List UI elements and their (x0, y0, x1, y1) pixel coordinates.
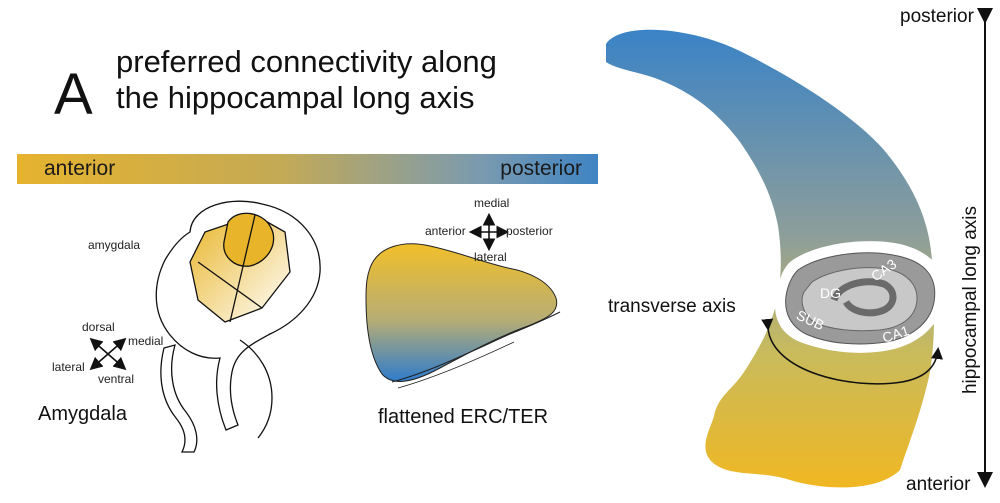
hippocampus-dg-curve (830, 278, 897, 317)
subfield-dg: DG (820, 285, 841, 301)
transverse-axis-label: transverse axis (608, 296, 736, 317)
long-axis-label: hippocampal long axis (960, 205, 981, 395)
amygdala-tail-1 (160, 344, 198, 453)
bar-label-posterior: posterior (500, 157, 582, 180)
amygdala-tail-2 (239, 339, 273, 439)
erc-shape (365, 243, 558, 382)
erc-dir-lateral: lateral (474, 250, 507, 264)
hippocampus-body (606, 29, 934, 488)
bar-label-anterior: anterior (44, 157, 116, 180)
erc-dir-anterior: anterior (425, 224, 466, 238)
title-line-1: preferred connectivity along (116, 44, 497, 79)
panel-letter: A (54, 62, 93, 127)
figure-title: preferred connectivity along the hippoca… (116, 44, 497, 116)
amygdala-dir-dorsal: dorsal (82, 320, 115, 334)
amygdala-inner-line (197, 214, 263, 323)
erc-orientation-cross (468, 212, 510, 252)
amygdala-orientation-cross (89, 337, 127, 371)
erc-dir-posterior: posterior (506, 224, 553, 238)
amygdala-dir-medial: medial (128, 334, 164, 348)
long-axis-bottom-anterior: anterior (906, 474, 971, 495)
erc-drawing (365, 243, 561, 389)
hippocampus-drawing (606, 29, 945, 488)
erc-dir-medial: medial (474, 196, 510, 210)
amygdala-dir-ventral: ventral (98, 372, 135, 386)
transverse-axis-arrow (761, 318, 943, 385)
long-axis-top-posterior: posterior (900, 6, 974, 27)
amygdala-top-label: amygdala (88, 238, 141, 252)
erc-caption: flattened ERC/TER (378, 406, 549, 428)
amygdala-drawing (155, 200, 321, 453)
erc-underline-2 (397, 341, 515, 389)
erc-underline (391, 311, 561, 383)
amygdala-caption: Amygdala (38, 403, 127, 425)
anterior-posterior-gradient-bar (17, 154, 598, 184)
amygdala-dir-lateral: lateral (52, 360, 85, 374)
title-line-2: the hippocampal long axis (116, 80, 475, 115)
